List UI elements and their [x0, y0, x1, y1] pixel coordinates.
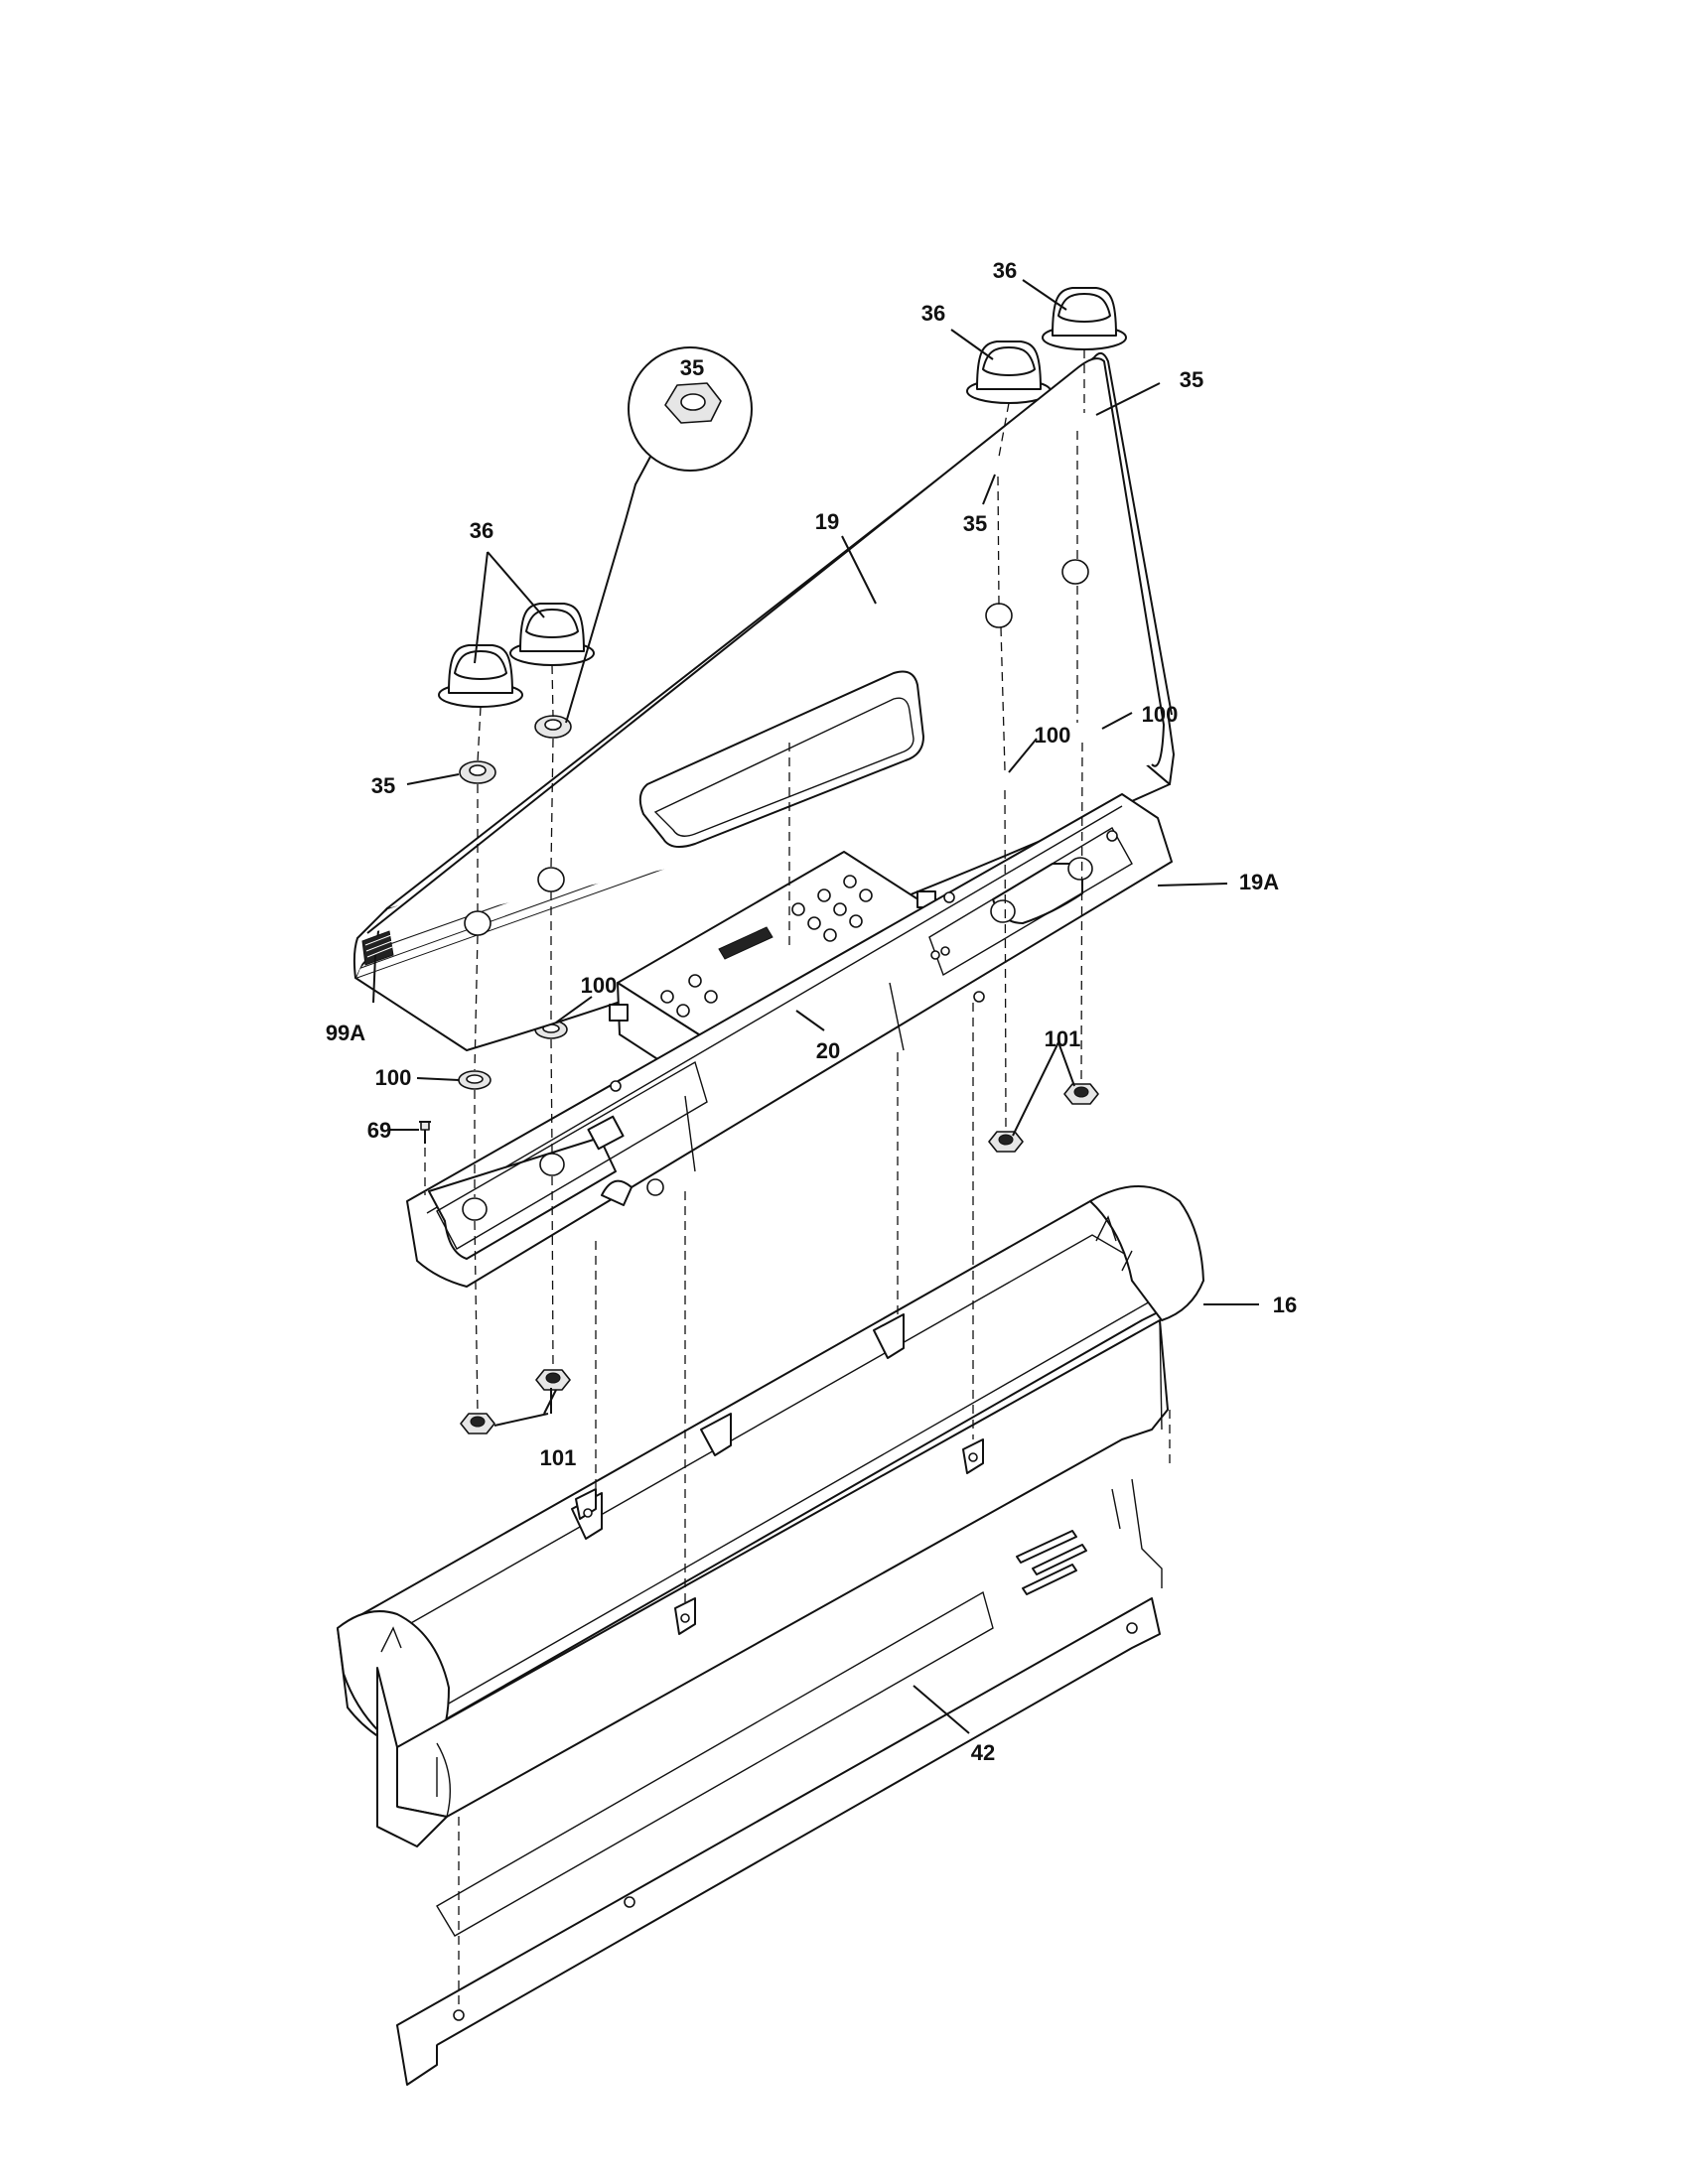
callout-35-left: 35	[371, 773, 395, 798]
callout-36-top-mid: 36	[921, 301, 945, 326]
knob-36-left-a	[438, 644, 523, 708]
callout-100-right-a: 100	[1142, 702, 1179, 727]
control-panel-19	[352, 351, 1175, 1051]
knob-36-left-b	[509, 603, 595, 666]
knob-36-top-right	[1042, 287, 1127, 350]
nut-35-zoom-detail	[565, 346, 753, 724]
leader-lines	[372, 279, 1259, 1734]
callout-99A: 99A	[326, 1021, 365, 1045]
callout-35-top-right: 35	[1180, 367, 1203, 392]
nut-101-left-b	[460, 1413, 495, 1434]
alignment-lines	[424, 349, 1171, 2005]
callout-101-right: 101	[1045, 1026, 1081, 1051]
callout-36-left: 36	[470, 518, 493, 543]
trim-42	[396, 1478, 1163, 2086]
callout-100-mid: 100	[581, 973, 618, 998]
callout-100-left: 100	[375, 1065, 412, 1090]
nut-35-left-a	[459, 760, 496, 784]
callout-101-left: 101	[540, 1445, 577, 1470]
callout-labels: 36 36 35 35 35 19 36 35 100 100 19A 99A …	[326, 258, 1297, 1765]
screw-69	[419, 1121, 431, 1144]
mounting-bracket-19A	[406, 793, 1173, 1288]
callout-42: 42	[971, 1740, 995, 1765]
callout-35-zoom: 35	[680, 355, 704, 380]
callout-36-top-right: 36	[993, 258, 1017, 283]
nut-101-left-a	[535, 1369, 571, 1391]
nut-101-right-a	[1063, 1083, 1099, 1105]
callout-20: 20	[816, 1038, 840, 1063]
callout-16: 16	[1273, 1293, 1297, 1317]
callout-100-right-b: 100	[1035, 723, 1071, 748]
washer-100-left	[458, 1070, 492, 1090]
callout-19: 19	[815, 509, 839, 534]
backguard-frame-16	[337, 1185, 1204, 1847]
callout-35-mid-right: 35	[963, 511, 987, 536]
ribbon-cable-99A	[361, 930, 394, 966]
nut-101-right-b	[988, 1131, 1024, 1153]
callout-69: 69	[367, 1118, 391, 1143]
callout-19A: 19A	[1239, 870, 1279, 894]
nut-35-left-b	[534, 715, 572, 739]
